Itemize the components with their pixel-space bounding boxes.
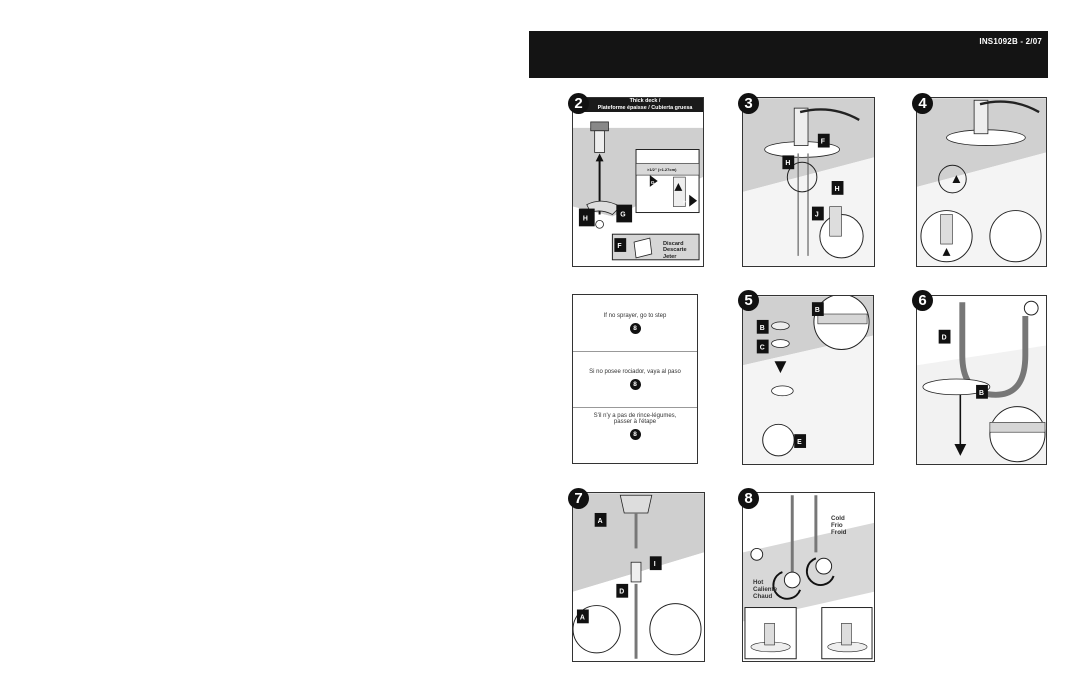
thick-deck-title-fr-es: Plateforme épaisse / Cubierta gruesa	[597, 104, 693, 111]
deck-thickness-dimension: >1/2" (>1.27cm)	[647, 167, 677, 172]
cold-fr: Froid	[831, 529, 847, 537]
step-2-badge: 2	[568, 93, 589, 114]
cold-en: Cold	[831, 515, 845, 522]
discard-en: Discard	[663, 241, 684, 247]
no-sprayer-en-row: If no sprayer, go to step 8	[573, 313, 697, 334]
hot-es: Caliente	[753, 586, 778, 594]
discard-label: Discard Descarte Jeter	[663, 241, 687, 260]
svg-text:D: D	[619, 589, 624, 596]
step-6-illustration: D B	[917, 300, 1046, 464]
step-8-illustration	[743, 495, 874, 660]
cold-es: Frio	[831, 522, 843, 530]
header-bar: INS1092B - 2/07	[529, 31, 1048, 78]
svg-text:B: B	[979, 390, 984, 397]
step-8-panel: Cold Frio Froid Hot Caliente Chaud	[742, 492, 875, 662]
no-sprayer-en-text: If no sprayer, go to step	[603, 313, 667, 319]
svg-text:B: B	[760, 325, 765, 332]
step-6-panel: D B	[916, 295, 1047, 465]
svg-text:H: H	[583, 215, 588, 222]
step-8-reference-es: 8	[629, 379, 641, 390]
step-2-panel: Thick deck / Plateforme épaisse / Cubier…	[572, 97, 704, 267]
document-code: INS1092B - 2/07	[979, 37, 1042, 46]
step-7-illustration: A I D A	[573, 493, 704, 661]
step-8-badge: 8	[738, 488, 759, 509]
cold-label: Cold Frio Froid	[831, 515, 846, 537]
step-3-panel: H F J H	[742, 97, 875, 267]
no-sprayer-fr-text-1: S'il n'y a pas de rince-légumes,	[593, 413, 677, 419]
hot-en: Hot	[753, 579, 764, 586]
no-sprayer-fr-row: S'il n'y a pas de rince-légumes, passer …	[573, 413, 697, 440]
svg-text:H: H	[683, 200, 687, 206]
svg-text:G: G	[651, 180, 655, 186]
step-3-badge: 3	[738, 93, 759, 114]
no-sprayer-fr-text-2: passer à l'étape	[613, 419, 657, 425]
step-8-reference-en: 8	[629, 323, 641, 334]
step-2-illustration: H G F H G	[573, 121, 703, 266]
step-3-illustration: H F J H	[743, 98, 874, 266]
discard-fr: Descarte	[663, 247, 687, 254]
step-4-illustration	[917, 98, 1046, 266]
no-sprayer-es-row: Si no posee rociador, vaya al paso 8	[573, 369, 697, 390]
svg-text:J: J	[815, 211, 819, 218]
no-sprayer-es-text: Si no posee rociador, vaya al paso	[589, 369, 681, 375]
hot-label: Hot Caliente Chaud	[753, 579, 777, 601]
svg-text:A: A	[598, 518, 603, 525]
step-8-reference-fr: 8	[629, 429, 641, 440]
svg-text:H: H	[785, 160, 790, 167]
discard-es: Jeter	[663, 253, 677, 260]
thick-deck-title-en: Thick deck /	[629, 98, 661, 104]
step-4-badge: 4	[912, 93, 933, 114]
svg-text:B: B	[815, 307, 820, 314]
svg-text:H: H	[835, 186, 840, 193]
step-5-panel: B C B E	[742, 295, 874, 465]
svg-text:F: F	[821, 139, 825, 146]
note-divider	[573, 407, 697, 408]
thick-deck-label: Thick deck / Plateforme épaisse / Cubier…	[573, 98, 703, 112]
svg-text:F: F	[617, 243, 621, 250]
step-6-badge: 6	[912, 290, 933, 311]
svg-text:A: A	[580, 614, 585, 621]
step-5-badge: 5	[738, 290, 759, 311]
svg-text:D: D	[942, 335, 947, 342]
step-7-panel: A I D A	[572, 492, 705, 662]
no-sprayer-note: If no sprayer, go to step 8 Si no posee …	[572, 294, 698, 464]
hot-fr: Chaud	[753, 593, 773, 601]
svg-text:G: G	[620, 211, 625, 218]
svg-text:E: E	[797, 439, 802, 446]
step-4-panel	[916, 97, 1047, 267]
svg-text:C: C	[760, 344, 765, 351]
step-5-illustration: B C B E	[743, 296, 873, 464]
note-divider	[573, 351, 697, 352]
svg-text:I: I	[654, 561, 656, 568]
step-7-badge: 7	[568, 488, 589, 509]
